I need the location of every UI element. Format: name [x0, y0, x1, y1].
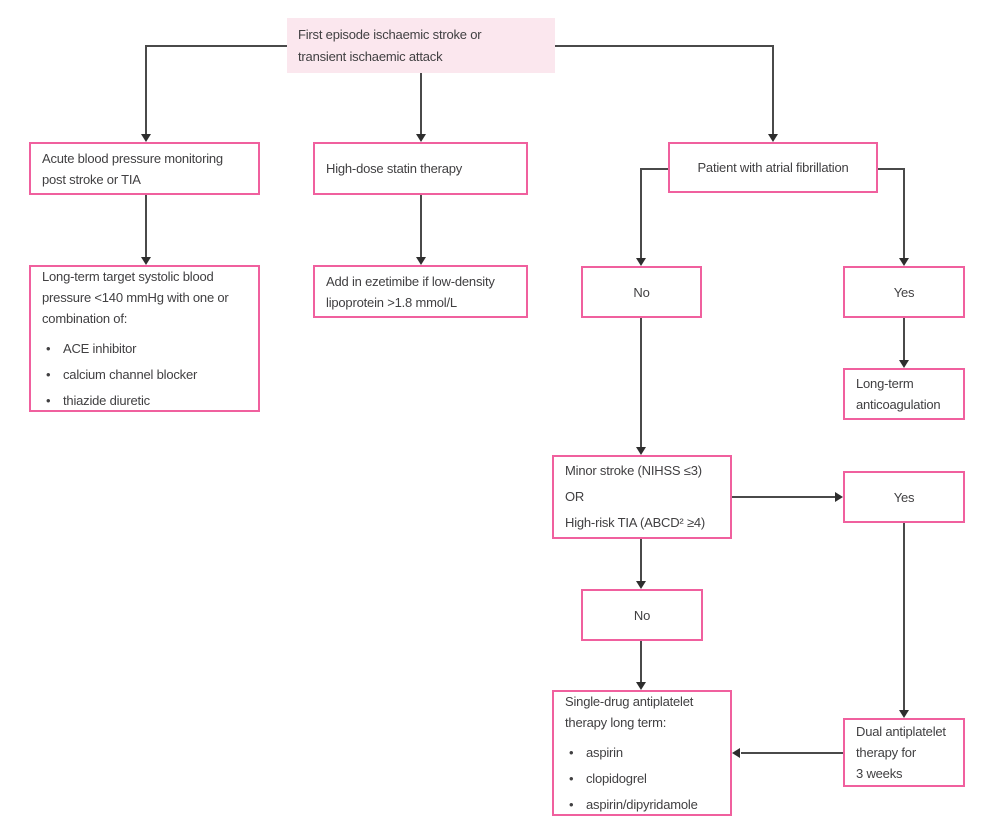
arrowhead-icon: [636, 682, 646, 690]
node-atrial-fibrillation: Patient with atrial fibrillation: [668, 142, 878, 193]
node-text: First episode ischaemic stroke or: [298, 26, 482, 42]
node-text: Yes: [893, 489, 915, 505]
arrowhead-icon: [835, 492, 843, 502]
connector-no-to-singledrug: [640, 641, 642, 682]
node-text: lipoprotein >1.8 mmol/L: [326, 294, 457, 310]
bullet-item: thiazide diuretic: [42, 390, 197, 411]
connector-no-to-minorstroke: [640, 318, 642, 447]
node-single-antiplatelet: Single-drug antiplatelet therapy long te…: [552, 690, 732, 816]
arrowhead-icon: [768, 134, 778, 142]
node-text: Patient with atrial fibrillation: [697, 160, 849, 175]
connector-acute-to-longterm: [145, 195, 147, 257]
connector-root-to-statin: [420, 73, 422, 134]
node-text: Dual antiplatelet: [856, 724, 946, 739]
node-text: Single-drug antiplatelet: [565, 694, 694, 709]
node-text: Long-term target systolic blood: [42, 269, 214, 284]
node-text: Long-term: [856, 376, 914, 391]
connector-yes-to-anticoag: [903, 318, 905, 360]
connector-yes-to-dual: [903, 523, 905, 710]
arrowhead-icon: [899, 360, 909, 368]
node-long-term-anticoagulation: Long-term anticoagulation: [843, 368, 965, 420]
node-text: High-dose statin therapy: [326, 161, 463, 176]
node-af-no: No: [581, 266, 702, 318]
arrowhead-icon: [141, 257, 151, 265]
node-text: 3 weeks: [856, 766, 903, 781]
node-text: pressure <140 mmHg with one or: [42, 290, 229, 305]
node-minor-yes: Yes: [843, 471, 965, 523]
node-text: Yes: [893, 284, 915, 300]
node-text: Acute blood pressure monitoring: [42, 150, 223, 166]
arrowhead-icon: [416, 257, 426, 265]
arrowhead-icon: [636, 447, 646, 455]
node-text: Add in ezetimibe if low-density: [326, 273, 495, 289]
arrowhead-icon: [732, 748, 740, 758]
node-ezetimibe: Add in ezetimibe if low-density lipoprot…: [313, 265, 528, 318]
connector-root-to-acute-v: [145, 45, 147, 134]
node-text: High-risk TIA (ABCD² ≥4): [565, 515, 706, 530]
node-text: OR: [565, 489, 585, 504]
node-long-term-bp-target: Long-term target systolic blood pressure…: [29, 265, 260, 412]
arrowhead-icon: [141, 134, 151, 142]
connector-af-to-yes-v: [903, 168, 905, 258]
arrowhead-icon: [636, 581, 646, 589]
node-text: anticoagulation: [856, 397, 941, 412]
connector-af-to-no-h: [641, 168, 668, 170]
connector-statin-to-ezetimibe: [420, 195, 422, 257]
node-dual-antiplatelet: Dual antiplatelet therapy for 3 weeks: [843, 718, 965, 787]
node-text: No: [633, 607, 651, 623]
node-af-yes: Yes: [843, 266, 965, 318]
node-text: post stroke or TIA: [42, 171, 141, 187]
node-text: transient ischaemic attack: [298, 48, 443, 64]
connector-root-to-acute-h: [146, 45, 287, 47]
node-minor-stroke-or-tia: Minor stroke (NIHSS ≤3) OR High-risk TIA…: [552, 455, 732, 539]
node-first-episode: First episode ischaemic stroke or transi…: [287, 18, 555, 73]
bullet-list: aspirin clopidogrel aspirin/dipyridamole: [565, 737, 698, 815]
bullet-item: aspirin/dipyridamole: [565, 794, 698, 815]
node-text: Minor stroke (NIHSS ≤3): [565, 463, 702, 478]
node-text: No: [633, 284, 650, 300]
node-text: therapy long term:: [565, 715, 667, 730]
arrowhead-icon: [899, 710, 909, 718]
bullet-item: clopidogrel: [565, 768, 698, 789]
arrowhead-icon: [636, 258, 646, 266]
bullet-list: ACE inhibitor calcium channel blocker th…: [42, 333, 197, 411]
arrowhead-icon: [416, 134, 426, 142]
bullet-item: aspirin: [565, 742, 698, 763]
bullet-item: ACE inhibitor: [42, 338, 197, 359]
node-acute-bp-monitoring: Acute blood pressure monitoring post str…: [29, 142, 260, 195]
node-minor-no: No: [581, 589, 703, 641]
node-text: combination of:: [42, 311, 128, 326]
node-statin-therapy: High-dose statin therapy: [313, 142, 528, 195]
connector-root-to-af-v: [772, 45, 774, 134]
connector-dual-to-singledrug: [741, 752, 843, 754]
connector-root-to-af-h: [553, 45, 773, 47]
connector-minorstroke-to-yes: [732, 496, 835, 498]
connector-minorstroke-to-no: [640, 539, 642, 581]
node-text: therapy for: [856, 745, 916, 760]
bullet-item: calcium channel blocker: [42, 364, 197, 385]
arrowhead-icon: [899, 258, 909, 266]
connector-af-to-yes-h: [878, 168, 904, 170]
connector-af-to-no-v: [640, 168, 642, 258]
